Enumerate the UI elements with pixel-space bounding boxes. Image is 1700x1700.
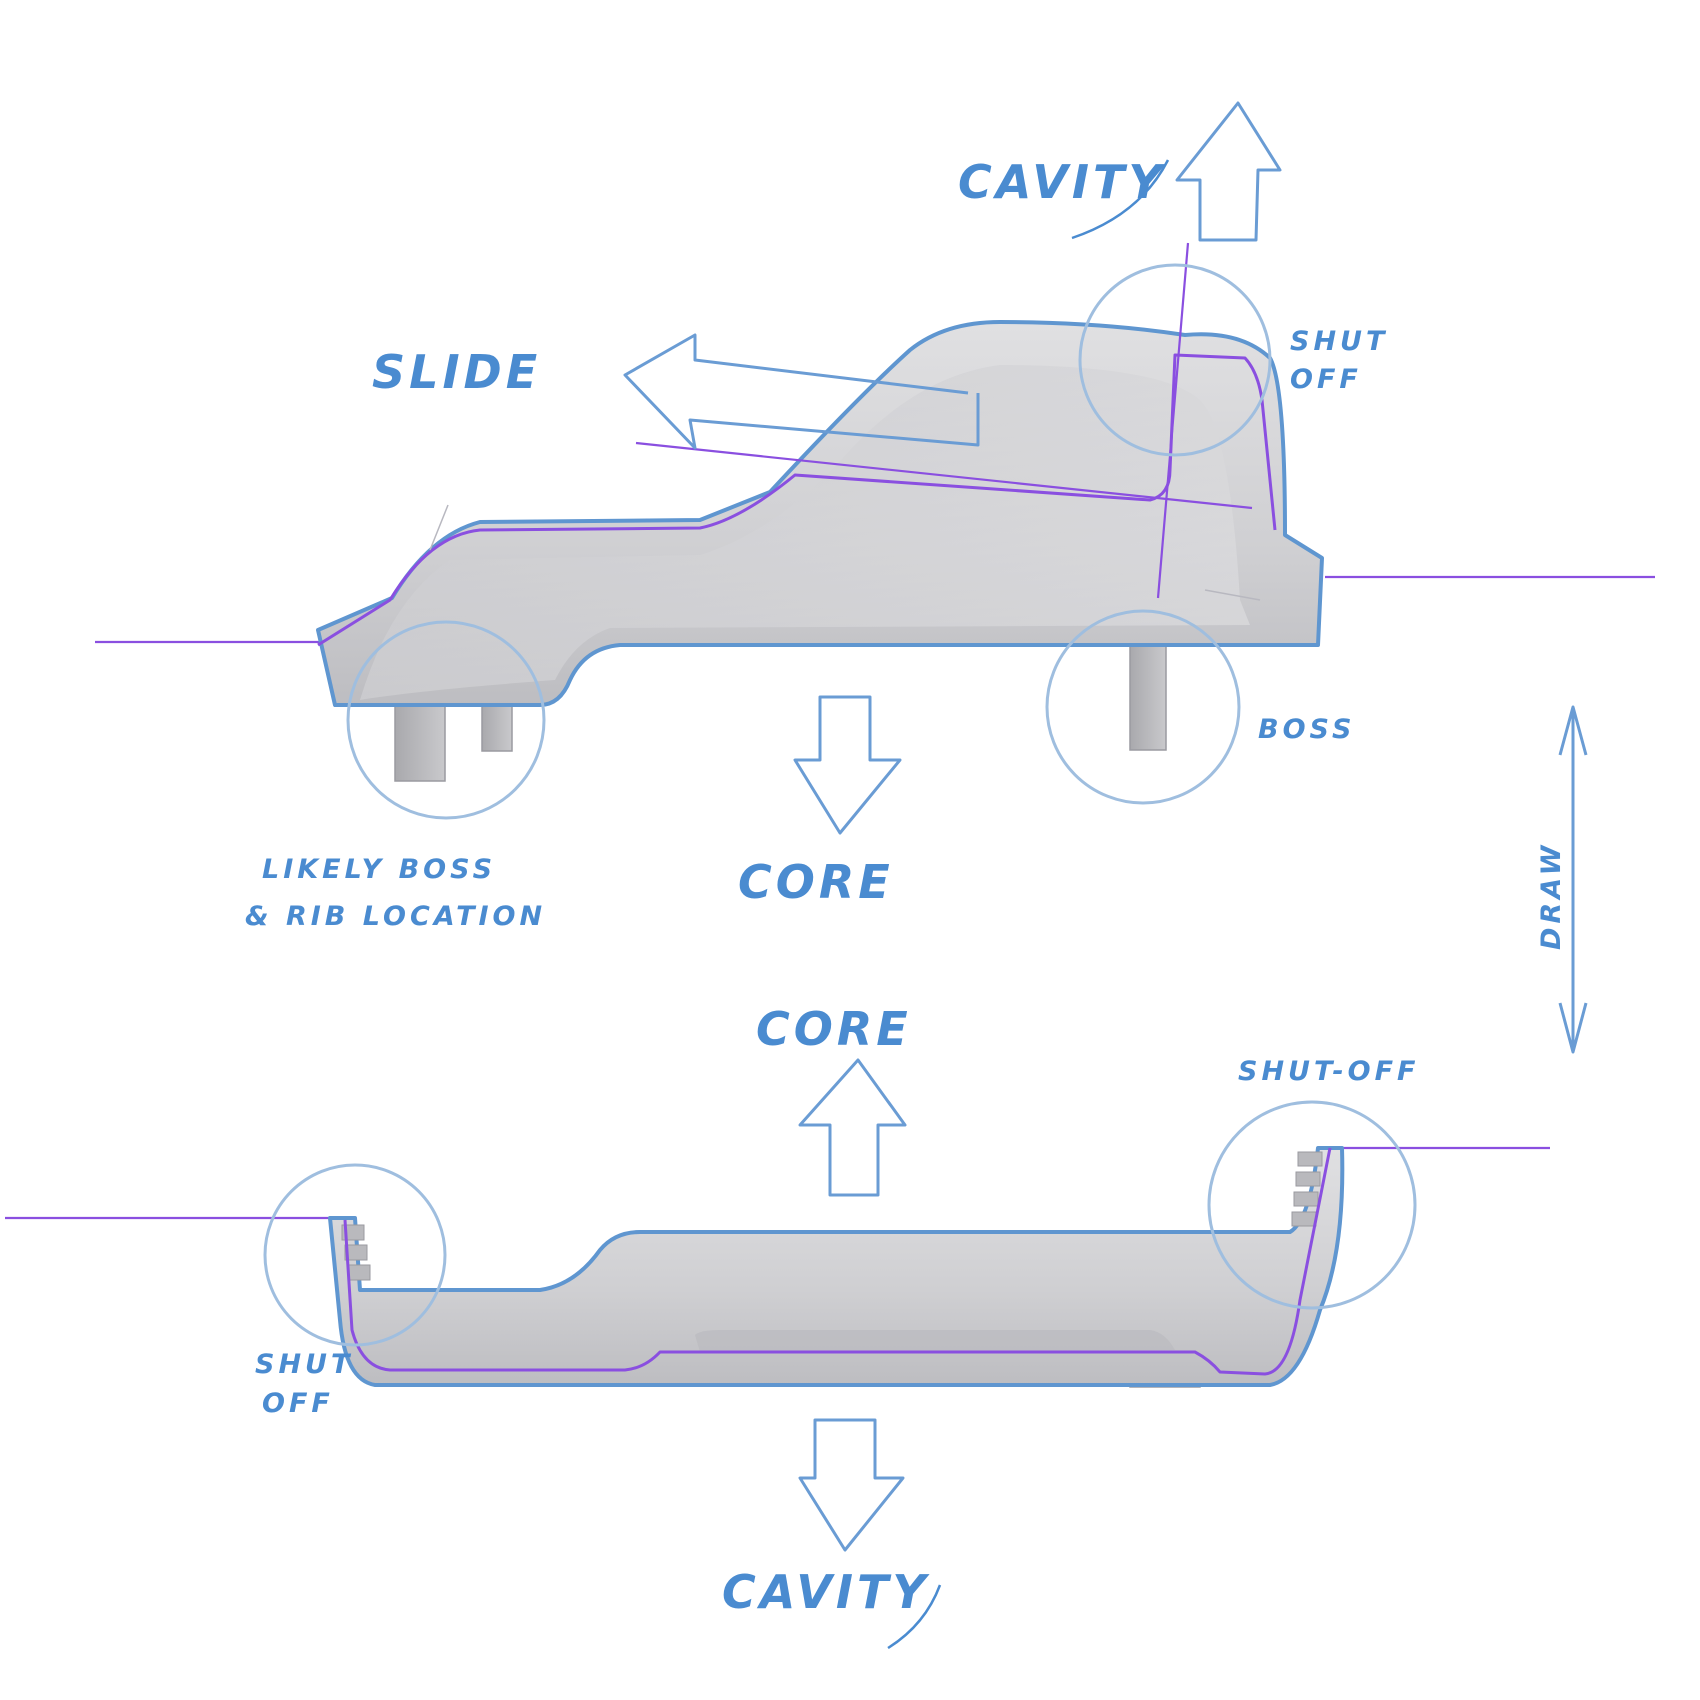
cavity-up-arrow (1177, 103, 1280, 240)
bottom-part-floor (695, 1330, 1175, 1352)
label-boss-right: BOSS (1258, 714, 1355, 745)
label-cavity-bottom: CAVITY (722, 1565, 930, 1619)
boss-right (1130, 645, 1166, 750)
label-core-top-part: CORE (738, 855, 894, 909)
label-cavity-top: CAVITY (958, 155, 1166, 209)
label-shut-off-left-2: OFF (262, 1388, 334, 1419)
label-slide: SLIDE (372, 345, 541, 399)
label-draw: DRAW (1536, 842, 1567, 950)
core-up-arrow-bottom (800, 1060, 905, 1195)
label-likely-boss-2: & RIB LOCATION (245, 901, 546, 932)
boss-left-large (395, 703, 445, 781)
cavity-down-arrow-bottom (800, 1420, 903, 1550)
label-shut-off-right: SHUT-OFF (1238, 1056, 1419, 1087)
bottom-part-group (5, 1102, 1550, 1387)
label-shut-off-top-2: OFF (1290, 364, 1362, 395)
core-down-arrow-top (795, 697, 900, 833)
label-shut-off-left-1: SHUT (255, 1349, 353, 1380)
boss-left-small (482, 703, 512, 751)
label-shut-off-top-1: SHUT (1290, 326, 1388, 357)
top-part-group (95, 243, 1655, 818)
label-core-bottom-part: CORE (756, 1002, 912, 1056)
label-likely-boss-1: LIKELY BOSS (262, 854, 496, 885)
